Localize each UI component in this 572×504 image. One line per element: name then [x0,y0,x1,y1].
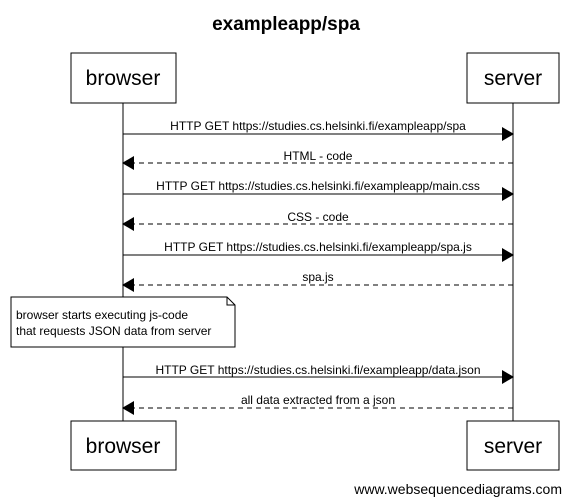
message-arrow: all data extracted from a json [122,393,513,415]
message-arrow: HTTP GET https://studies.cs.helsinki.fi/… [123,240,514,262]
diagram-title: exampleapp/spa [212,14,360,35]
browser-actor-top: browser [70,52,177,104]
message-arrow: spa.js [122,270,513,292]
message-label: HTTP GET https://studies.cs.helsinki.fi/… [155,363,480,377]
watermark-link[interactable]: www.websequencediagrams.com [353,481,562,497]
message-arrow: CSS - code [122,210,513,231]
browser-actor-top-label: browser [86,67,161,90]
message-label: all data extracted from a json [241,393,395,407]
note-line: that requests JSON data from server [16,324,211,338]
note-box: browser starts executing js-code that re… [10,296,236,348]
message-label: spa.js [302,270,333,284]
server-actor-top: server [466,52,560,104]
message-arrow: HTTP GET https://studies.cs.helsinki.fi/… [123,179,514,201]
message-arrow: HTTP GET https://studies.cs.helsinki.fi/… [123,363,514,384]
browser-actor-bottom: browser [70,420,177,471]
message-arrow: HTML - code [122,149,513,170]
server-actor-bottom: server [466,420,560,471]
message-list: HTTP GET https://studies.cs.helsinki.fi/… [122,119,514,415]
browser-actor-bottom-label: browser [86,435,161,458]
message-label: CSS - code [287,210,349,224]
message-label: HTTP GET https://studies.cs.helsinki.fi/… [156,179,480,193]
message-label: HTML - code [284,149,353,163]
message-label: HTTP GET https://studies.cs.helsinki.fi/… [164,240,472,254]
server-actor-bottom-label: server [484,435,542,458]
message-label: HTTP GET https://studies.cs.helsinki.fi/… [170,119,466,133]
message-arrow: HTTP GET https://studies.cs.helsinki.fi/… [123,119,514,141]
server-actor-top-label: server [484,67,542,90]
note-line: browser starts executing js-code [16,308,188,322]
